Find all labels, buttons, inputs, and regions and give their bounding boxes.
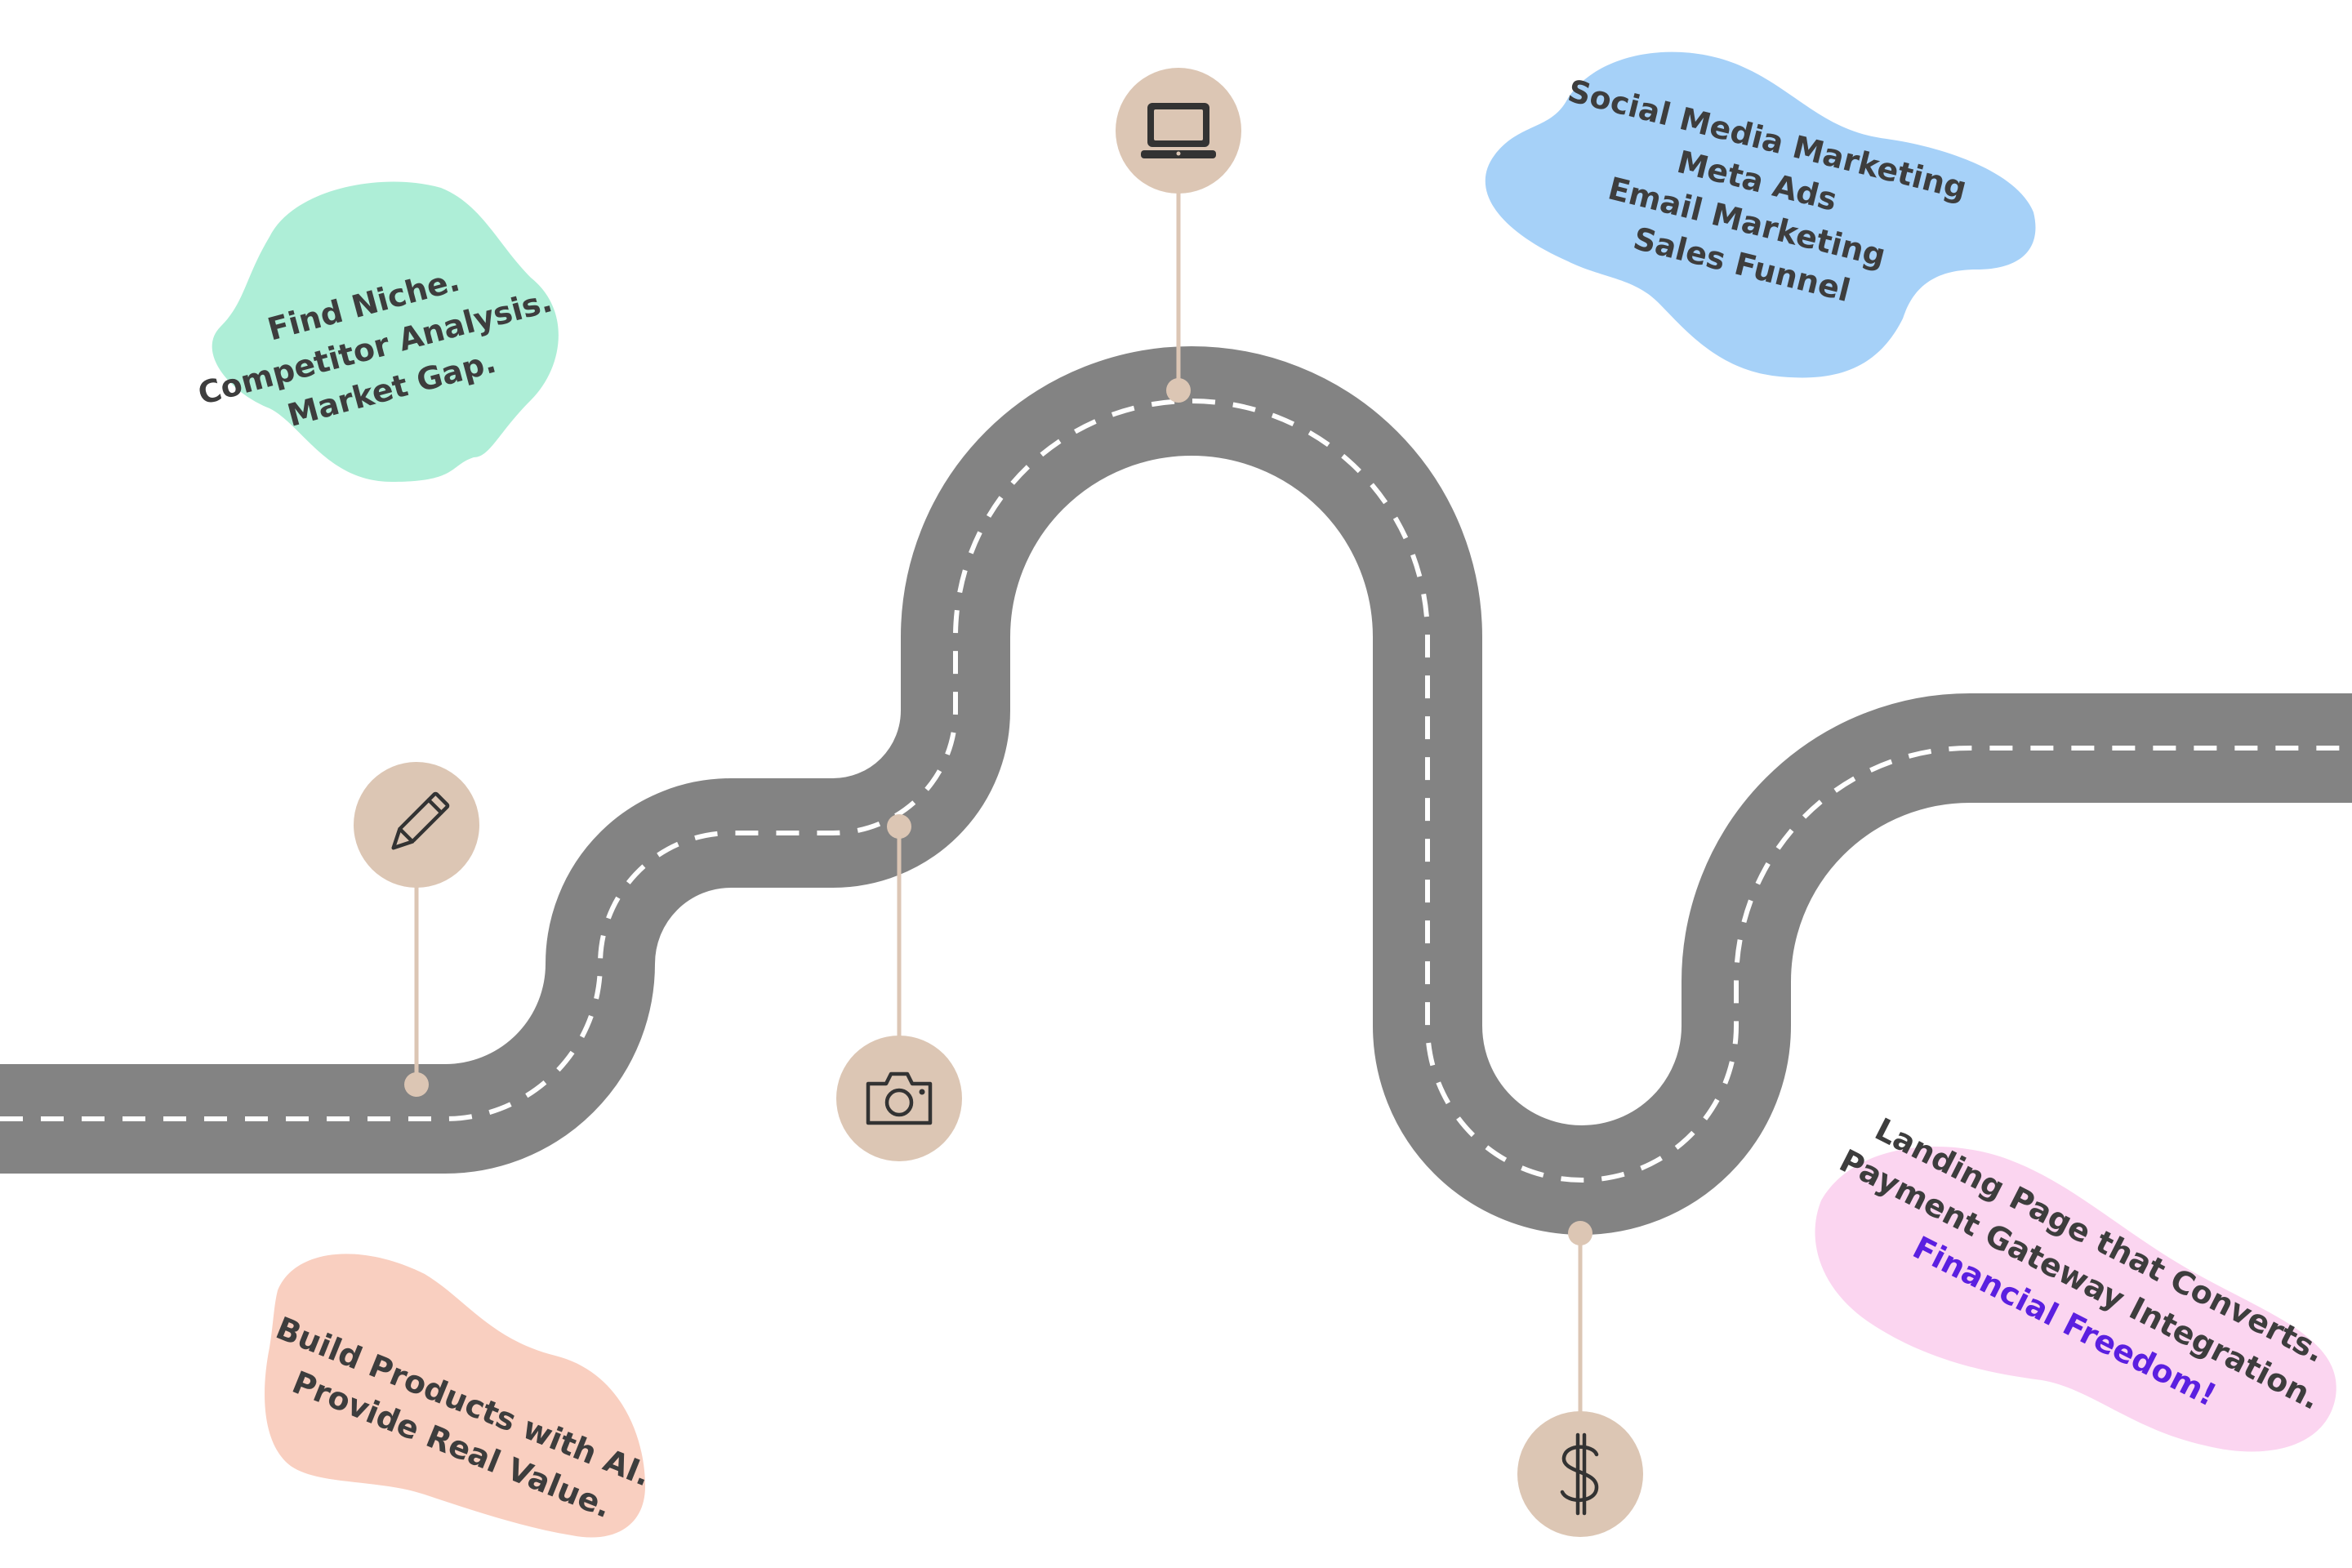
- blob-shape-blue: [1485, 51, 2036, 378]
- blob-landing-page: Landing Page that Converts. Payment Gate…: [1815, 1111, 2336, 1452]
- pin-road-dot: [887, 814, 911, 839]
- pencil-icon: [391, 791, 450, 850]
- pin-badge: [836, 1036, 962, 1161]
- milestone-pin-dollar: [1517, 1221, 1643, 1537]
- road: [0, 346, 2352, 1235]
- pin-road-dot: [1568, 1221, 1592, 1245]
- pin-road-dot: [1166, 378, 1191, 403]
- milestone-pin-laptop: [1116, 68, 1241, 403]
- laptop-icon: [1141, 103, 1216, 158]
- pin-badge: [354, 762, 479, 888]
- blob-find-niche: Find Niche. Competitor Analysis. Market …: [194, 181, 559, 482]
- road-surface: [0, 346, 2352, 1235]
- blob-shape-green: [212, 181, 559, 482]
- pin-road-dot: [404, 1072, 429, 1097]
- camera-icon: [866, 1071, 933, 1125]
- blob-shape-peach: [265, 1254, 645, 1538]
- milestone-pin-pencil: [354, 762, 479, 1097]
- blob-build-products: Build Products with AI. Provide Real Val…: [265, 1254, 656, 1538]
- dollar-icon: [1560, 1432, 1599, 1516]
- milestone-pin-camera: [836, 814, 962, 1161]
- blob-marketing: Social Media Marketing Meta Ads Email Ma…: [1485, 51, 2036, 378]
- blob-shape-pink: [1815, 1147, 2336, 1452]
- road-center-line: [0, 399, 2352, 1183]
